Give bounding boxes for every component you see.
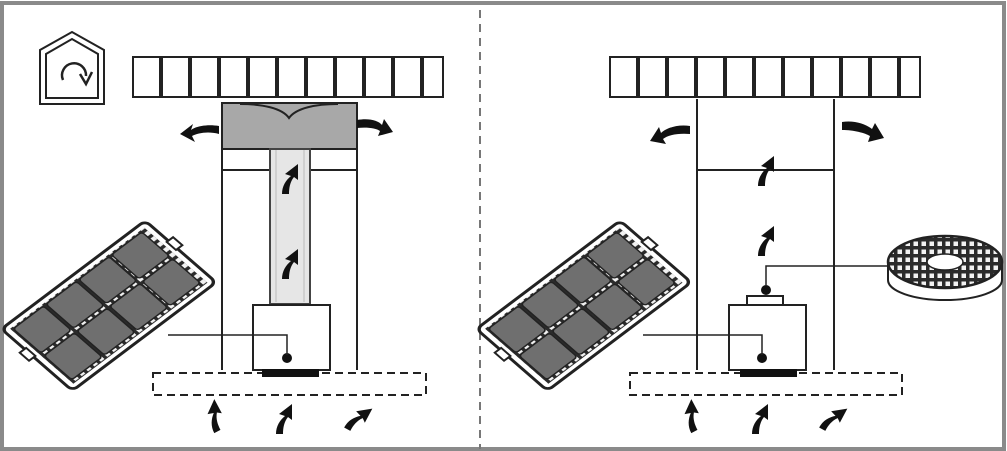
airflow-arrow-intake-left [677,399,706,434]
airflow-arrow-out-left [180,124,219,142]
airflow-arrow-intake-right [344,401,373,436]
airflow-arrow-intake-center [752,404,768,434]
motor-unit [252,304,331,371]
airflow-arrow-lower [758,226,774,256]
airflow-arrow-intake-left [200,399,229,434]
left-panel [2,30,444,436]
airflow-arrow-out-left [650,125,690,144]
motor-indicator-dot [282,353,292,363]
airflow-arrow-out-right [842,121,884,142]
motor-unit [728,304,807,371]
right-panel [477,56,1004,436]
airflow-arrow-intake-center [276,404,292,434]
ceiling-brick-strip [132,56,444,98]
round-carbon-filter [886,234,1004,301]
recirculation-house-icon [39,30,105,105]
airflow-arrow-intake-right [819,401,848,436]
hood-control-strip [262,369,319,377]
leader-line [643,334,763,355]
airflow-arrow-out-right [357,119,393,136]
motor-indicator-dot [757,353,767,363]
air-deflector [221,102,358,150]
ceiling-brick-strip [609,56,921,98]
carbon-filter-indicator-dot [761,285,771,295]
grease-filter-panel [2,221,216,390]
leader-line [168,334,288,355]
hood-control-strip [740,369,797,377]
carbon-filter-leader-line [765,265,890,285]
grease-filter-panel [477,221,691,390]
